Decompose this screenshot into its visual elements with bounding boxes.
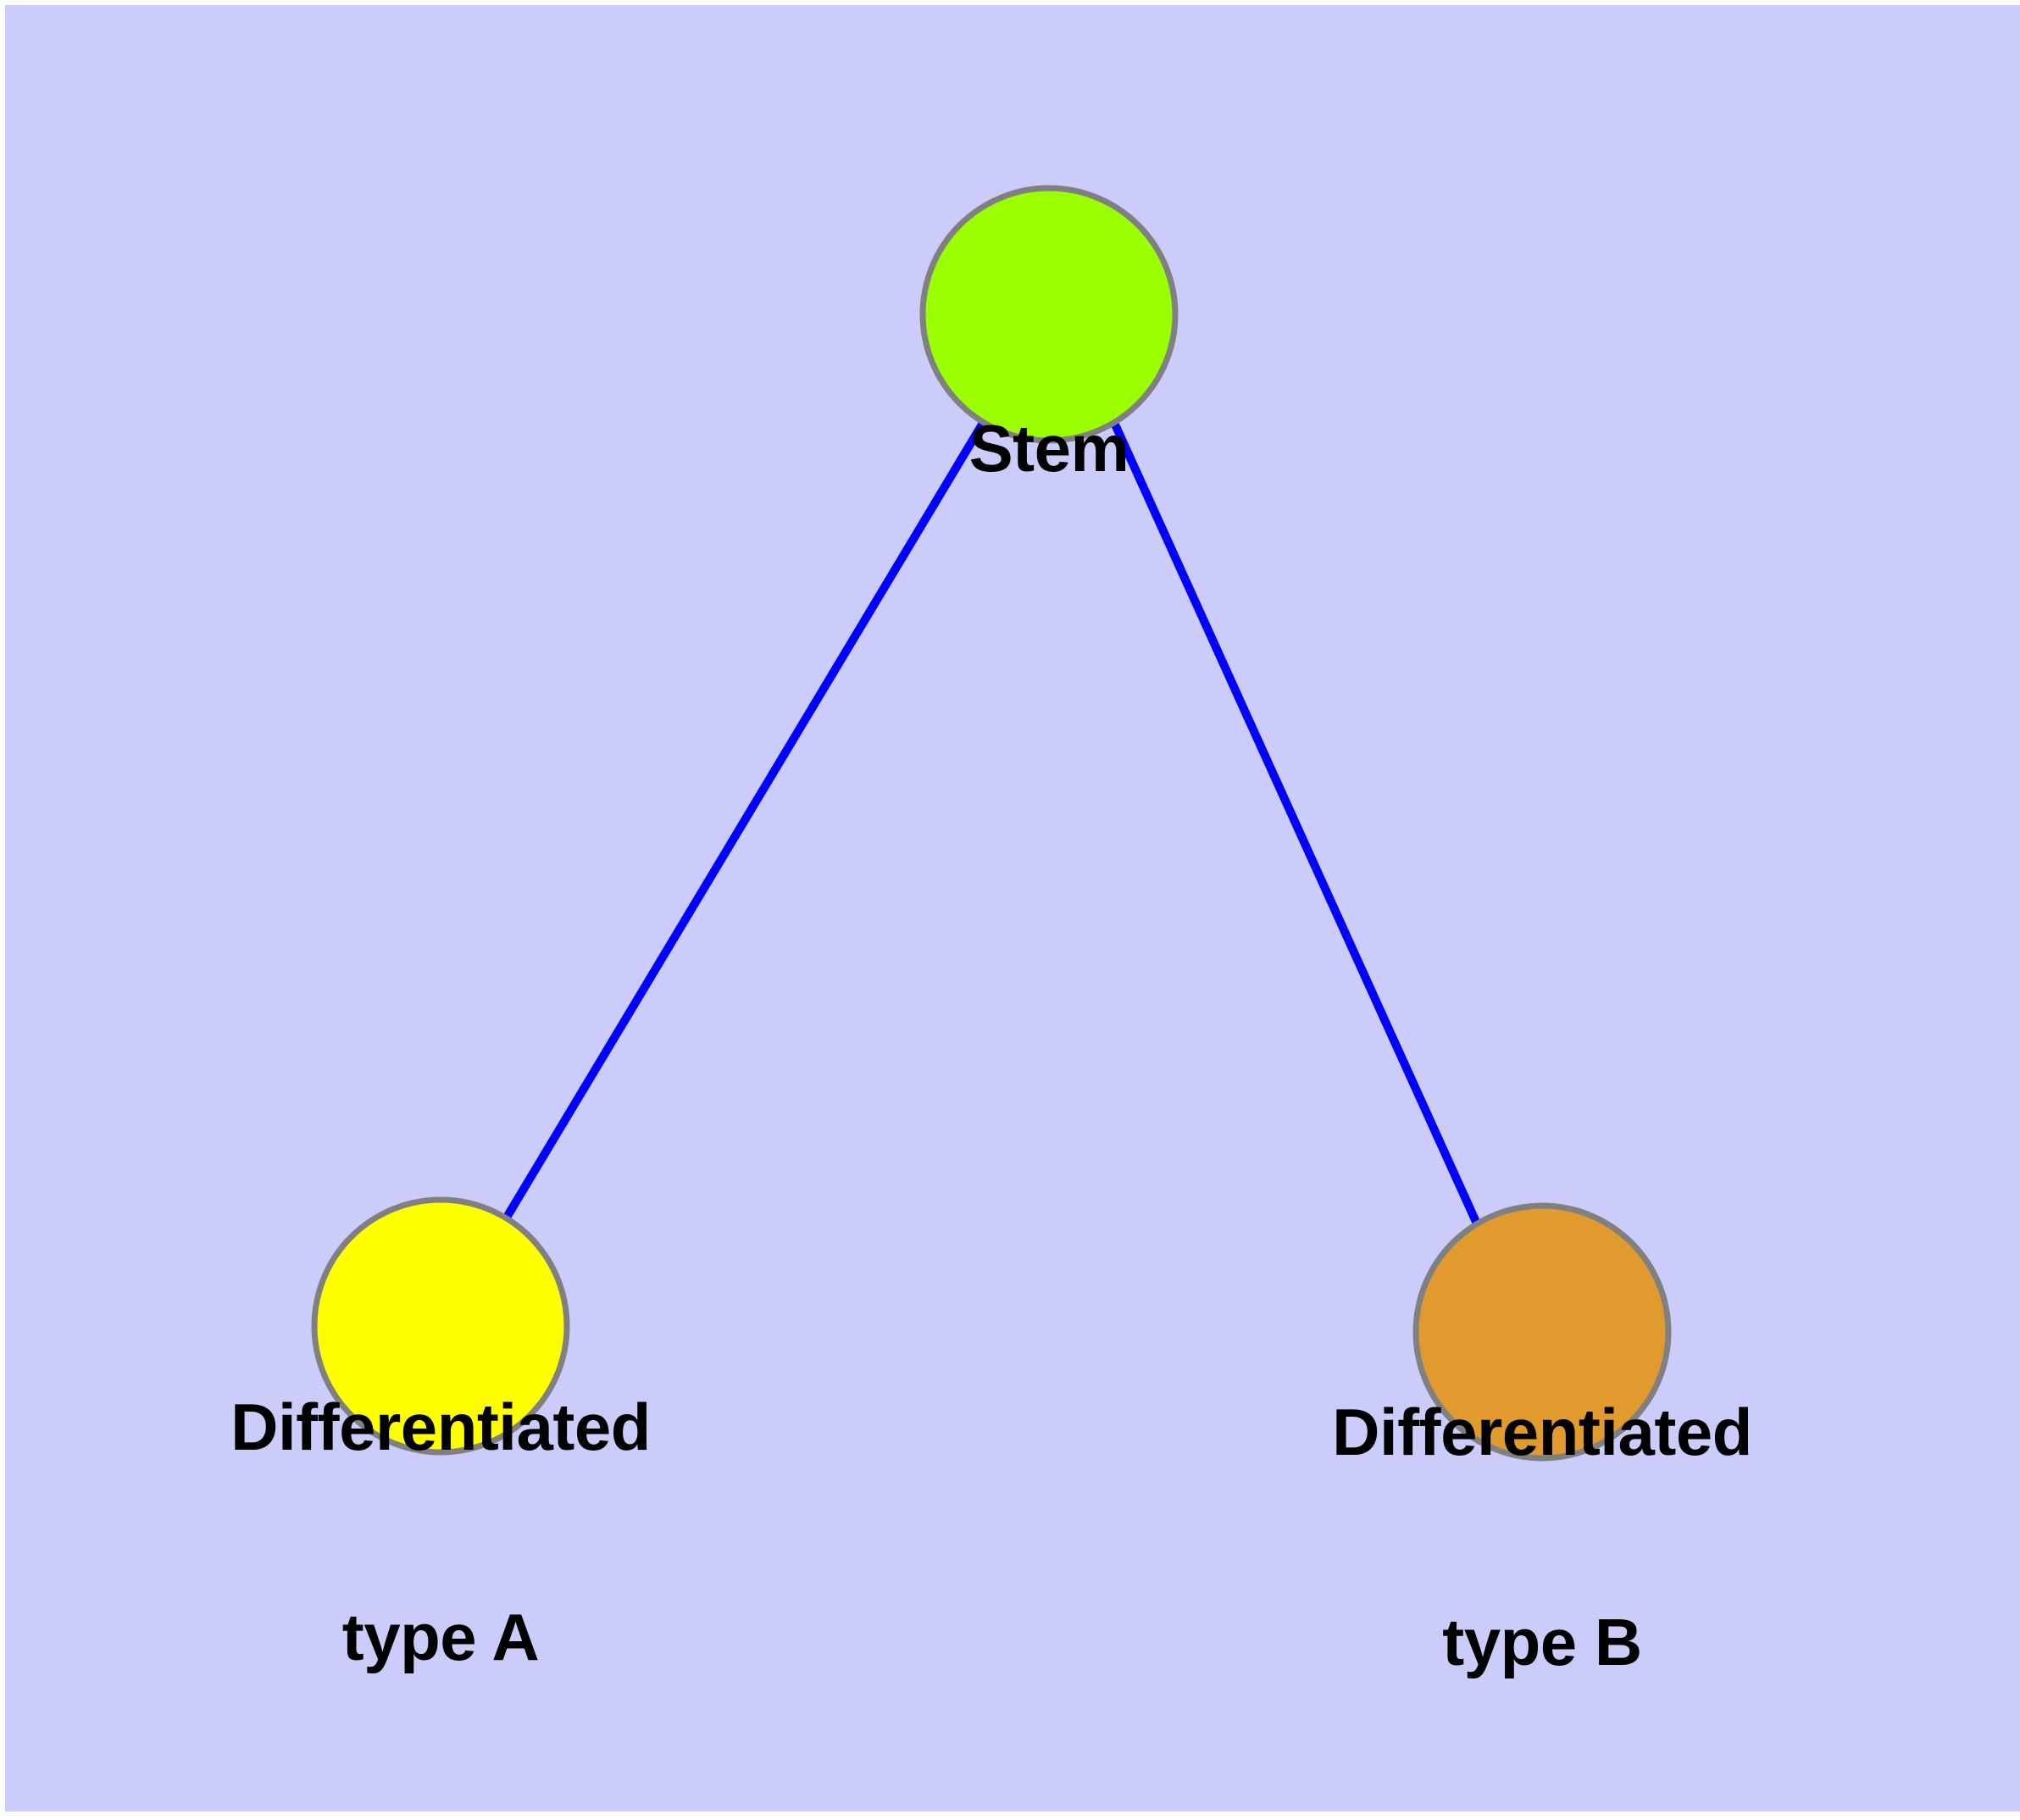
node-differentiated-type-a[interactable] bbox=[311, 1196, 570, 1456]
edges-layer bbox=[503, 422, 1480, 1224]
edge-stem-to-differentiated-type-a[interactable] bbox=[503, 422, 986, 1218]
node-differentiated-type-b[interactable] bbox=[1412, 1202, 1672, 1462]
node-stem[interactable] bbox=[919, 185, 1179, 444]
nodes-layer bbox=[311, 185, 1672, 1462]
edge-stem-to-differentiated-type-b[interactable] bbox=[1111, 422, 1480, 1224]
